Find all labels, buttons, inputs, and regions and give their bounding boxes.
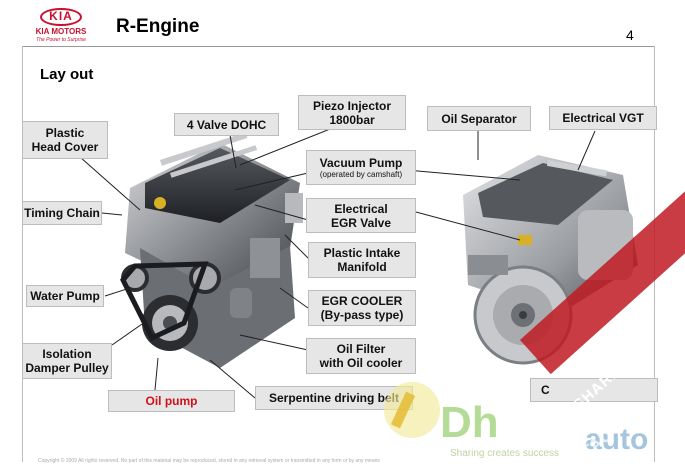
label-electrical-vgt: Electrical VGT — [549, 106, 657, 130]
page-number: 4 — [626, 27, 634, 43]
label-oil-pump: Oil pump — [108, 390, 235, 412]
label-plastic-intake-manifold: Plastic Intake Manifold — [308, 242, 416, 278]
kia-logo-text: KIA — [49, 9, 73, 23]
watermark-slogan: Sharing creates success — [450, 448, 559, 459]
kia-logo-oval — [40, 8, 82, 26]
label-piezo-injector: Piezo Injector 1800bar — [298, 95, 406, 130]
label-plastic-head-cover: Plastic Head Cover — [22, 121, 108, 159]
slide-title: R-Engine — [116, 16, 200, 37]
label-4-valve-dohc: 4 Valve DOHC — [174, 113, 279, 136]
label-catalyst-partial: C — [530, 378, 658, 402]
label-electrical-egr-valve: Electrical EGR Valve — [306, 198, 416, 233]
label-vacuum-pump: Vacuum Pump (operated by camshaft) — [306, 150, 416, 185]
watermark-circle-icon — [384, 382, 440, 438]
header-divider — [22, 46, 655, 47]
label-water-pump: Water Pump — [26, 285, 104, 307]
watermark-logo-auto: auto — [585, 423, 649, 456]
label-timing-chain: Timing Chain — [22, 201, 102, 225]
section-subtitle: Lay out — [40, 66, 94, 83]
brand-name: KIA MOTORS — [35, 27, 87, 36]
kia-logo: KIA KIA MOTORS The Power to Surprise — [30, 6, 92, 46]
engine-front-illustration — [120, 132, 303, 368]
watermark-logo: Dh — [440, 398, 499, 447]
label-egr-cooler: EGR COOLER (By-pass type) — [308, 290, 416, 326]
label-oil-separator: Oil Separator — [427, 106, 531, 131]
label-isolation-damper-pulley: Isolation Damper Pulley — [22, 343, 112, 379]
label-oil-filter: Oil Filter with Oil cooler — [306, 338, 416, 374]
copyright-footer: Copyright © 2009 All rights reserved. No… — [38, 458, 380, 464]
brand-tagline: The Power to Surprise — [36, 37, 86, 43]
